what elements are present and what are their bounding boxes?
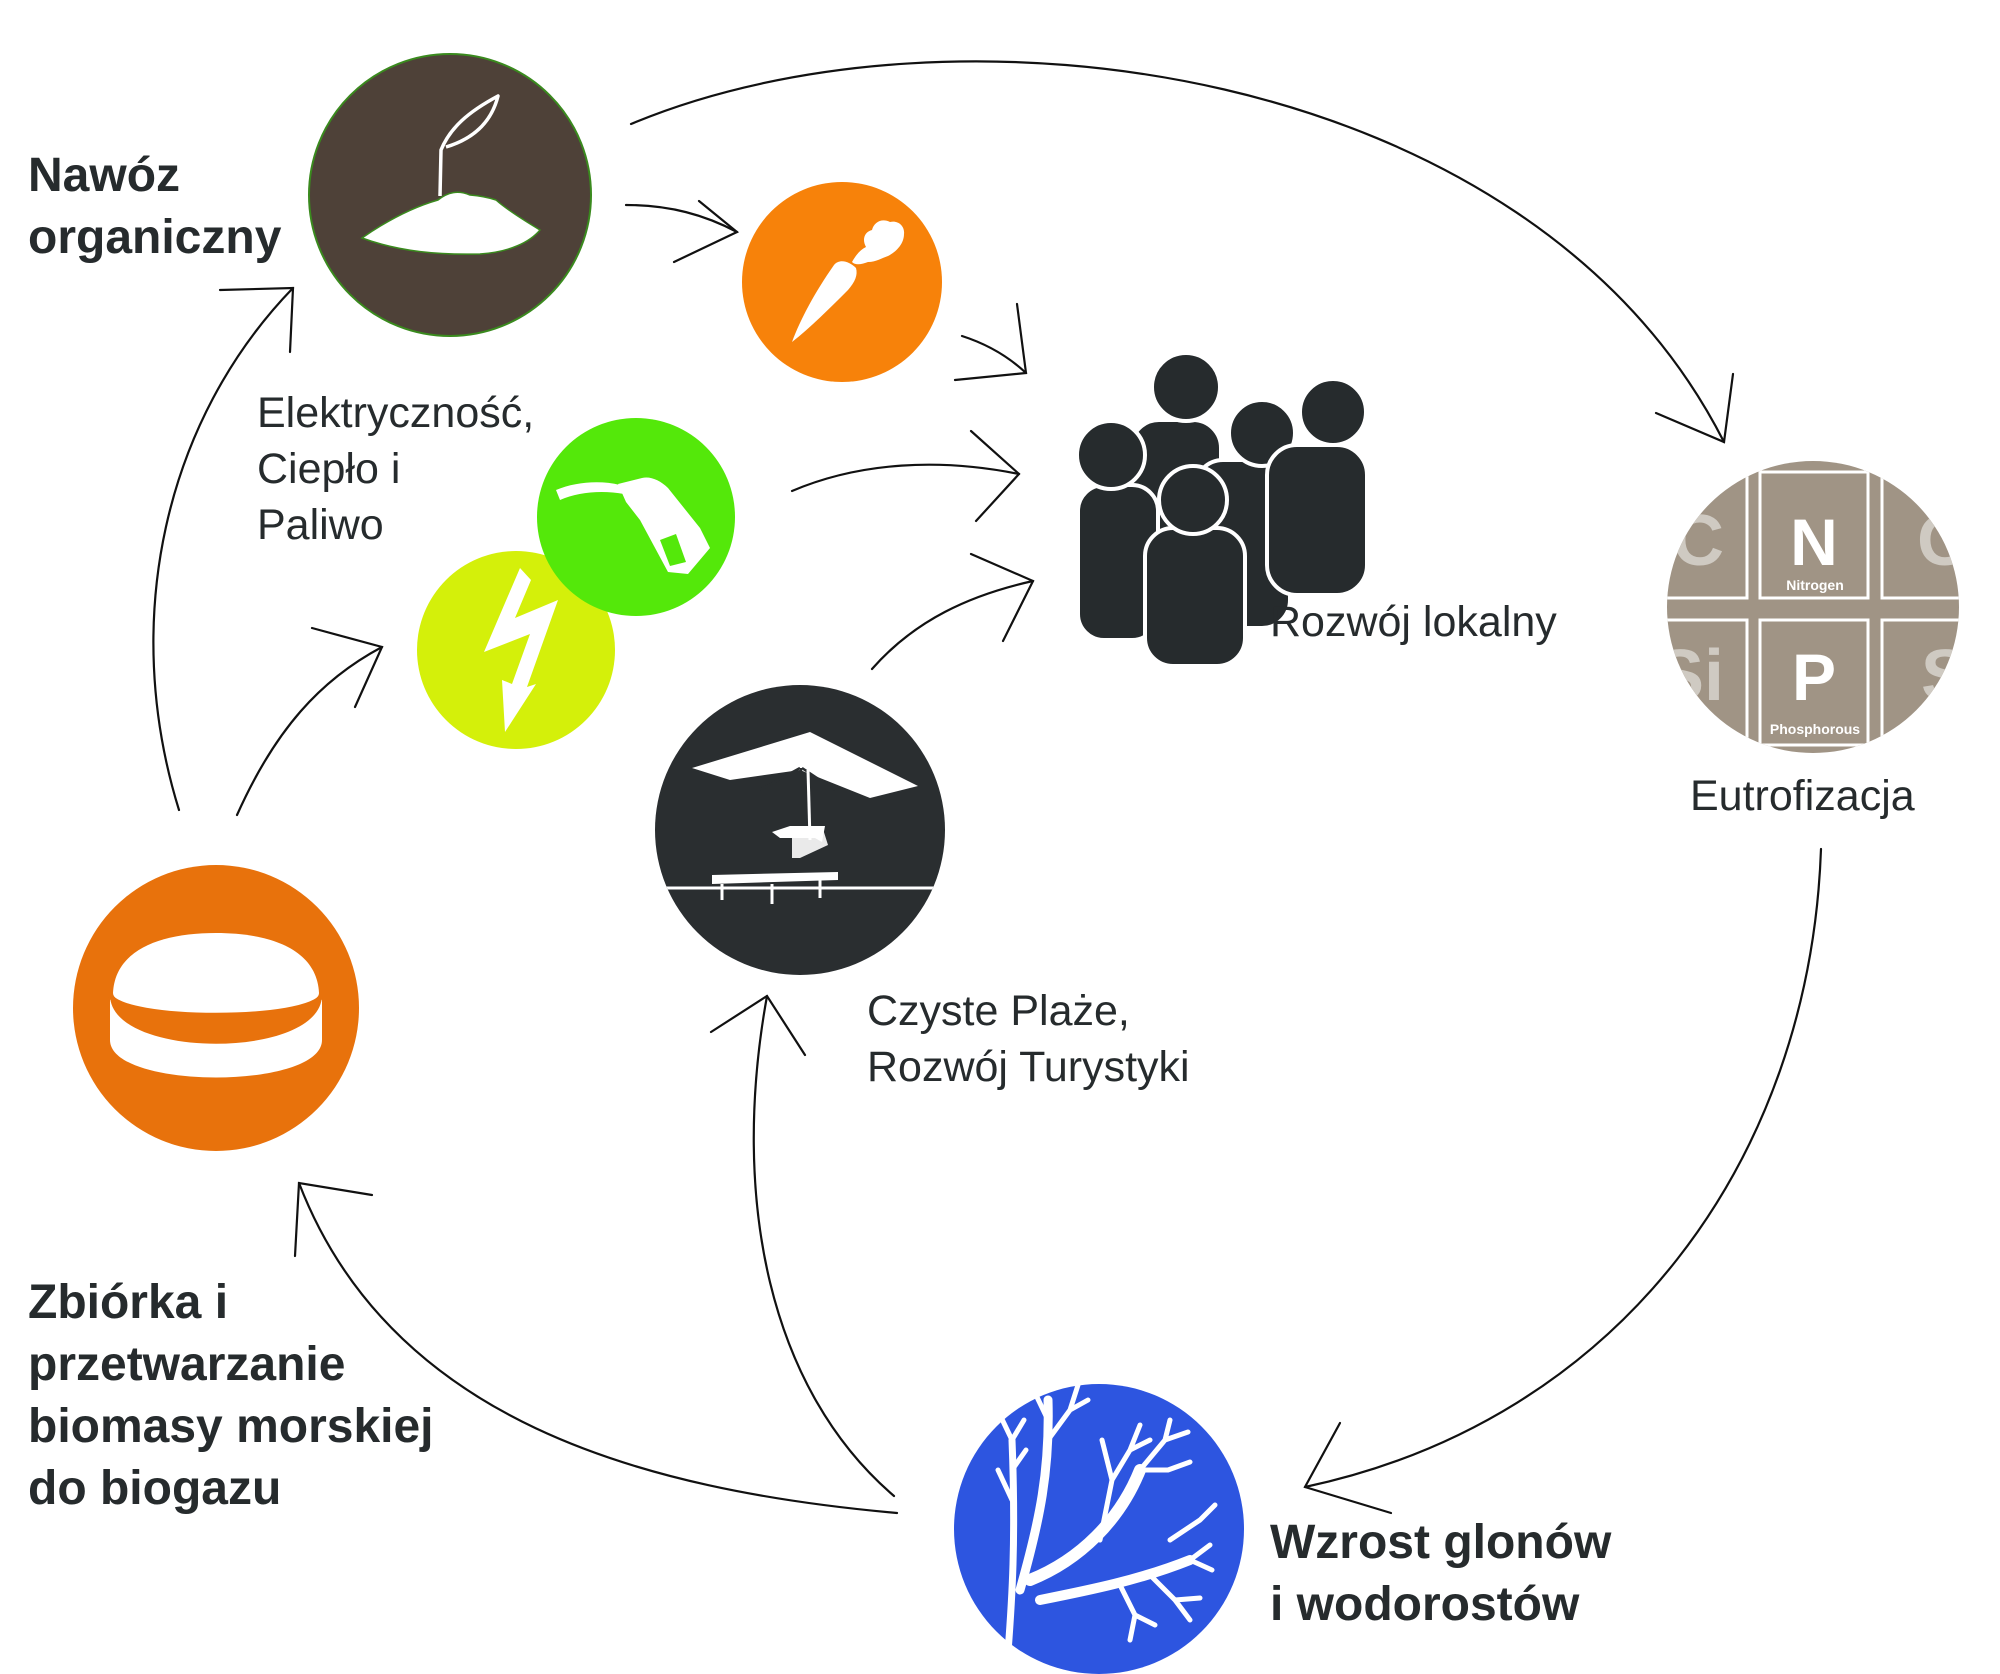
label-algae: Wzrost glonów i wodorostów	[1270, 1512, 1611, 1636]
arrow-biogas-to-fertilizer	[152, 286, 295, 812]
node-algae	[954, 1382, 1244, 1674]
label-biogas-line: biomasy morskiej	[28, 1400, 434, 1453]
arrow-algae-to-biogas	[293, 1181, 899, 1515]
element-si-symbol: Si	[1656, 636, 1724, 716]
node-beach	[655, 685, 945, 975]
label-energy-line: Ciepło i	[257, 445, 401, 493]
arrow-eutrophication-to-algae	[1303, 847, 1823, 1515]
label-biogas-line: przetwarzanie	[28, 1338, 346, 1391]
electricity-circle	[417, 551, 615, 749]
element-p-name: Phosphorous	[1770, 721, 1860, 737]
label-fertilizer-line: organiczny	[28, 211, 282, 264]
label-energy-line: Paliwo	[257, 501, 384, 549]
element-o-symbol: O	[1917, 501, 1973, 581]
element-c-symbol: C	[1672, 501, 1724, 581]
label-local-development: Rozwój lokalny	[1270, 594, 1557, 650]
node-eutrophication: C O Si S N Nitrogen P Phosphorous	[1656, 461, 1973, 753]
eutrophication-circle	[1667, 461, 1959, 753]
beach-umbrella-lounger-icon	[660, 732, 945, 904]
arrow-fertilizer-to-eutrophication	[629, 60, 1735, 444]
element-s-symbol: S	[1921, 636, 1969, 716]
fuel-circle	[537, 418, 735, 616]
fuel-nozzle-icon	[556, 477, 710, 574]
arrow-fertilizer-to-food	[624, 199, 740, 264]
label-eutrophication-line: Eutrofizacja	[1690, 772, 1915, 820]
people-group-icon	[1075, 351, 1369, 668]
label-local-line: Rozwój lokalny	[1270, 598, 1557, 646]
label-energy-line: Elektryczność,	[257, 389, 535, 437]
arrow-beach-to-local	[870, 552, 1035, 671]
node-food	[742, 182, 942, 382]
label-eutrophication: Eutrofizacja	[1690, 768, 1915, 824]
label-beach: Czyste Plaże, Rozwój Turystyki	[867, 983, 1190, 1095]
label-biogas-line: do biogazu	[28, 1462, 282, 1515]
label-beach-line: Rozwój Turystyki	[867, 1043, 1190, 1091]
label-algae-line: i wodorostów	[1270, 1578, 1580, 1631]
arrow-algae-to-beach	[709, 994, 896, 1498]
node-biogas	[73, 865, 359, 1151]
label-biogas-line: Zbiórka i	[28, 1276, 229, 1329]
seaweed-icon	[995, 1382, 1218, 1656]
arrow-biogas-to-energy	[235, 626, 384, 817]
label-beach-line: Czyste Plaże,	[867, 987, 1130, 1035]
element-p-symbol: P	[1792, 640, 1836, 714]
node-local	[1075, 351, 1369, 668]
label-algae-line: Wzrost glonów	[1270, 1516, 1612, 1569]
node-fertilizer	[308, 53, 592, 337]
label-energy: Elektryczność, Ciepło i Paliwo	[257, 385, 534, 553]
arrow-energy-to-local	[790, 429, 1021, 523]
lightning-bolt-icon	[484, 568, 558, 732]
label-fertilizer-line: Nawóz	[28, 149, 181, 202]
arrow-food-to-local	[953, 302, 1028, 382]
node-energy	[417, 418, 735, 749]
carrot-icon	[792, 220, 905, 342]
element-n-symbol: N	[1790, 505, 1838, 579]
label-biogas: Zbiórka i przetwarzanie biomasy morskiej…	[28, 1272, 434, 1520]
sprout-soil-icon	[360, 94, 542, 255]
element-n-name: Nitrogen	[1786, 577, 1844, 593]
label-fertilizer: Nawóz organiczny	[28, 145, 281, 269]
biogas-tank-icon	[107, 933, 325, 1078]
